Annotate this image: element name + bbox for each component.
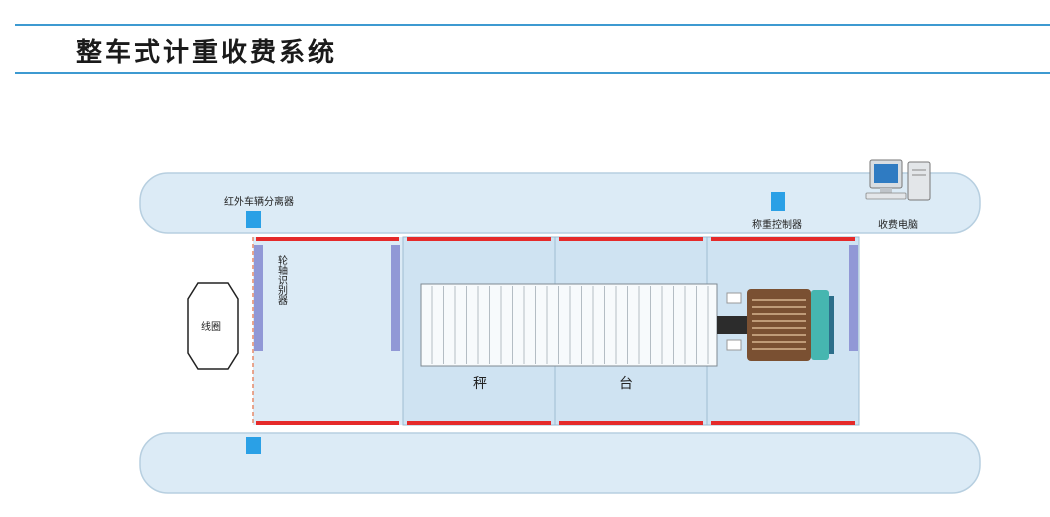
truck-wheel-upper [726,292,742,304]
truck-cab [747,289,834,361]
lower-lane [139,432,981,494]
axle-bar-left [254,245,263,351]
ir-sensor-bottom [246,437,261,454]
platform-label-right: 台 [619,376,633,392]
loop-label: 线圈 [201,320,221,333]
loop-coil [187,282,239,370]
page-title: 整车式计重收费系统 [76,38,338,68]
axle-bar-right [849,245,858,351]
weigh-controller-label: 称重控制器 [752,218,802,231]
truck-wheel-lower [726,339,742,351]
red-rails [256,237,855,425]
ir-sensor-top [246,211,261,228]
axle-detector-label: 轮轴识别器 [276,254,288,306]
toll-pc-label: 收费电脑 [878,218,918,231]
ir-separator-label: 红外车辆分离器 [224,195,294,208]
approach-zone [253,237,403,425]
title-top-rule [15,24,1050,26]
truck-trailer [420,283,718,367]
computer-icon [865,159,931,201]
title-bottom-rule [15,72,1050,74]
platform-label-left: 秤 [473,376,487,392]
upper-lane [139,172,981,234]
axle-bar-mid [391,245,400,351]
weigh-controller-box [771,192,785,211]
truck-coupling [717,316,749,334]
